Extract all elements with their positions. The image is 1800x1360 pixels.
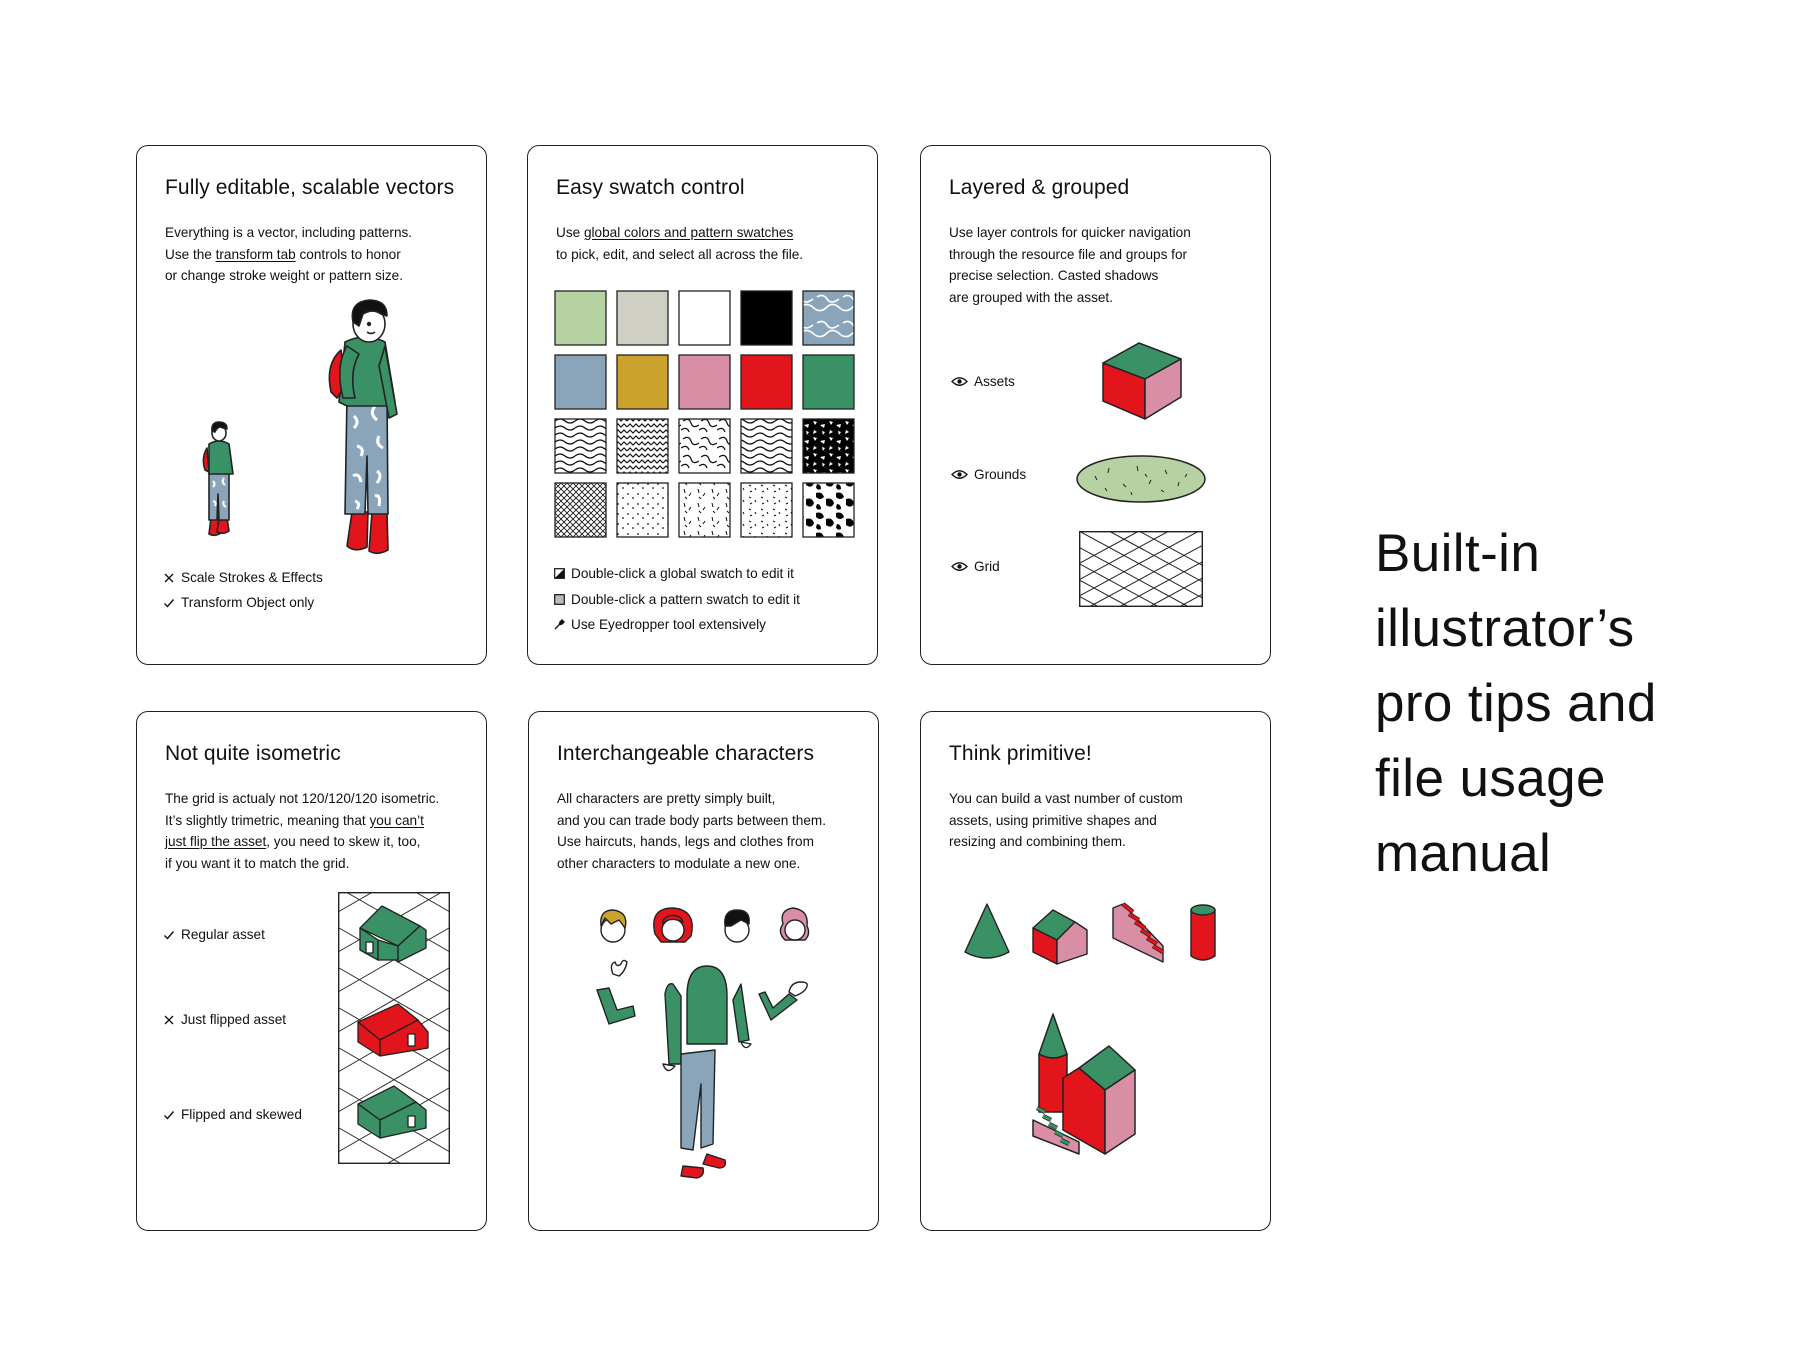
eyedropper-icon [554,619,565,630]
swatch-zigzag-pattern[interactable] [616,418,669,474]
layer-grounds[interactable]: Grounds [951,467,1026,482]
arm-left [596,959,636,1025]
swatch-dense-pattern[interactable] [554,482,607,538]
swatch-white[interactable] [678,290,731,346]
card-title: Layered & grouped [949,176,1130,199]
swatch-stone[interactable] [616,290,669,346]
head-pink-hair [779,907,810,941]
flipped-skewed-house [357,1085,427,1139]
card-description: All characters are pretty simply built,a… [557,791,827,871]
swatch-green[interactable] [802,354,855,410]
card-characters: Interchangeable characters All character… [528,711,879,1231]
card-title: Interchangeable characters [557,742,815,765]
card-vectors: Fully editable, scalable vectors Everyth… [136,145,487,665]
card-primitive: Think primitive! You can build a vast nu… [920,711,1271,1231]
torso-green [662,965,752,1072]
check-icon [164,1110,175,1120]
swatch-pink[interactable] [678,354,731,410]
swatch-wave-pattern[interactable] [554,418,607,474]
swatch-black[interactable] [740,290,793,346]
swatch-red[interactable] [740,354,793,410]
tip-global-swatch: Double-click a global swatch to edit it [554,566,794,581]
card-description: Use layer controls for quicker navigatio… [949,225,1191,305]
swatch-terrazzo-pattern[interactable] [802,418,855,474]
tip-eyedropper: Use Eyedropper tool extensively [554,617,766,632]
option-scale-strokes[interactable]: Scale Strokes & Effects [163,570,323,585]
cant-flip-link[interactable]: you can’t [369,812,424,828]
house-shape [1032,909,1088,965]
swatch-swirl-pattern[interactable] [678,418,731,474]
cross-icon [164,1015,174,1024]
primitive-shapes [964,902,1216,965]
cylinder-shape [1190,904,1216,961]
layer-assets[interactable]: Assets [951,374,1015,389]
swatch-water-pattern[interactable] [802,290,855,346]
head-blond [600,909,627,943]
card-title: Think primitive! [949,742,1092,765]
head-black-hair [724,909,750,943]
card-swatch: Easy swatch control Use global colors an… [527,145,878,665]
feet-red [680,1153,727,1179]
swatch-slate[interactable] [554,354,607,410]
pattern-swatch-icon [554,594,565,605]
flip-asset-link[interactable]: just flip the asset [165,834,267,849]
page-heading: Built-in illustrator’s pro tips and file… [1375,524,1657,883]
card-title: Easy swatch control [556,176,745,199]
check-icon [164,930,175,940]
swatch-dots-pattern[interactable] [616,482,669,538]
head-red-hair [653,907,693,943]
arm-right [758,981,808,1021]
cone-shape [964,903,1010,959]
option-transform-object[interactable]: Transform Object only [163,595,314,610]
swatch-sage[interactable] [554,290,607,346]
isometric-grid-houses [337,891,450,1165]
character-parts-illustration [596,907,810,1179]
card-description: The grid is actualy not 120/120/120 isom… [165,791,440,871]
stairs-shape [1112,902,1165,963]
card-isometric: Not quite isometric The grid is actualy … [136,711,487,1231]
swatch-grid [554,290,855,538]
scaled-characters-illustration [202,299,398,555]
eye-icon [951,377,968,386]
option-flipped-skewed: Flipped and skewed [163,1107,302,1122]
option-just-flipped: Just flipped asset [163,1012,286,1027]
large-character [328,299,398,555]
swatch-wave-pattern-2[interactable] [740,418,793,474]
swatch-dash-pattern[interactable] [678,482,731,538]
flipped-house [357,1003,429,1057]
transform-tab-link[interactable]: transform tab [215,246,296,262]
eye-icon [951,470,968,479]
cross-icon [164,573,174,582]
combined-building [1032,1013,1136,1155]
swatch-tick-pattern[interactable] [740,482,793,538]
swatch-blob-pattern[interactable] [802,482,855,538]
global-colors-link[interactable]: global colors and pattern swatches [583,225,794,240]
card-title: Not quite isometric [165,742,341,765]
ground-asset [1076,455,1206,503]
layer-grid[interactable]: Grid [951,559,1000,574]
small-character [202,421,234,537]
check-icon [164,598,175,608]
option-regular-asset: Regular asset [163,927,265,942]
eye-icon [951,562,968,571]
global-swatch-icon [554,568,565,579]
legs-slate [680,1049,716,1151]
card-layered: Layered & grouped Use layer controls for… [920,145,1271,665]
cube-asset [1102,342,1182,420]
regular-house [359,905,427,963]
swatch-mustard[interactable] [616,354,669,410]
grid-asset [1078,530,1203,607]
tip-pattern-swatch: Double-click a pattern swatch to edit it [554,592,800,607]
card-description: Everything is a vector, including patter… [165,225,413,283]
card-title: Fully editable, scalable vectors [165,176,455,199]
